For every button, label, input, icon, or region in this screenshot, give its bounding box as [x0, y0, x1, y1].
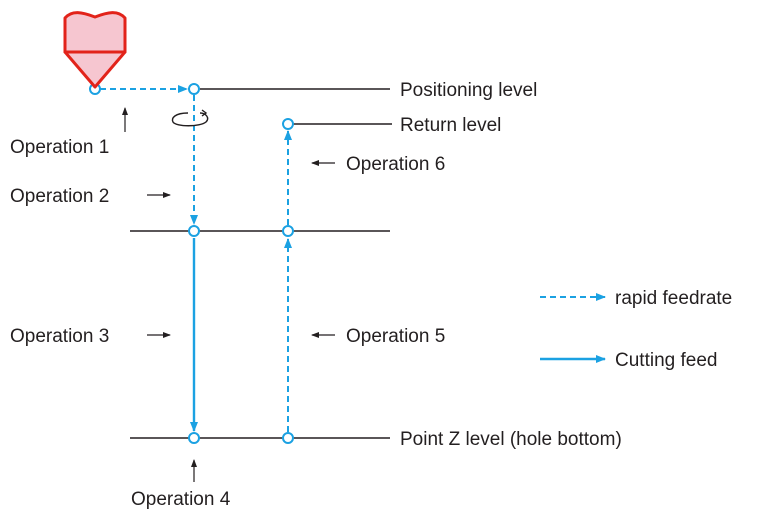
operation-5-label: Operation 5	[346, 326, 445, 347]
return-point-node	[282, 118, 294, 130]
spindle-rotation-icon	[171, 109, 209, 127]
operation-6-label: Operation 6	[346, 154, 445, 175]
legend: rapid feedrate Cutting feed	[540, 288, 732, 371]
initial-point-node	[188, 83, 200, 95]
operation-3-label: Operation 3	[10, 326, 109, 347]
r-point-node-right	[282, 225, 294, 237]
hole-bottom-node-right	[282, 432, 294, 444]
legend-cutting-label: Cutting feed	[615, 350, 717, 371]
operation-2-label: Operation 2	[10, 186, 109, 207]
hole-bottom-node-left	[188, 432, 200, 444]
positioning-level-label: Positioning level	[400, 80, 537, 101]
drill-tool-icon	[63, 11, 127, 89]
point-z-level-label: Point Z level (hole bottom)	[400, 429, 622, 450]
operation-1-label: Operation 1	[10, 137, 109, 158]
return-level-label: Return level	[400, 115, 501, 136]
r-point-node-left	[188, 225, 200, 237]
operation-4-label: Operation 4	[131, 489, 231, 510]
legend-rapid-label: rapid feedrate	[615, 288, 732, 309]
